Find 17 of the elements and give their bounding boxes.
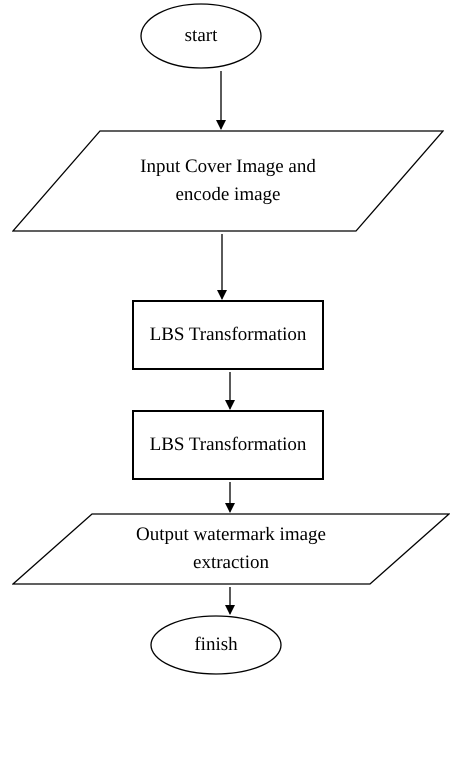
node-label: LBS Transformation — [150, 323, 306, 347]
node-label: finish — [194, 633, 238, 657]
arrow — [225, 587, 235, 615]
arrow — [216, 71, 226, 130]
process-box — [132, 300, 324, 370]
arrow — [225, 372, 235, 410]
io-parallelogram — [12, 513, 450, 585]
node-label: LBS Transformation — [150, 433, 306, 457]
node-label: start — [184, 24, 218, 48]
terminal-ellipse — [140, 3, 262, 69]
arrow — [225, 482, 235, 513]
terminal-ellipse — [150, 615, 282, 675]
process-box — [132, 410, 324, 480]
arrow — [217, 234, 227, 300]
node-label: Output watermark image extraction — [135, 523, 327, 575]
io-parallelogram — [12, 130, 444, 232]
node-label: Input Cover Image and encode image — [139, 155, 317, 207]
